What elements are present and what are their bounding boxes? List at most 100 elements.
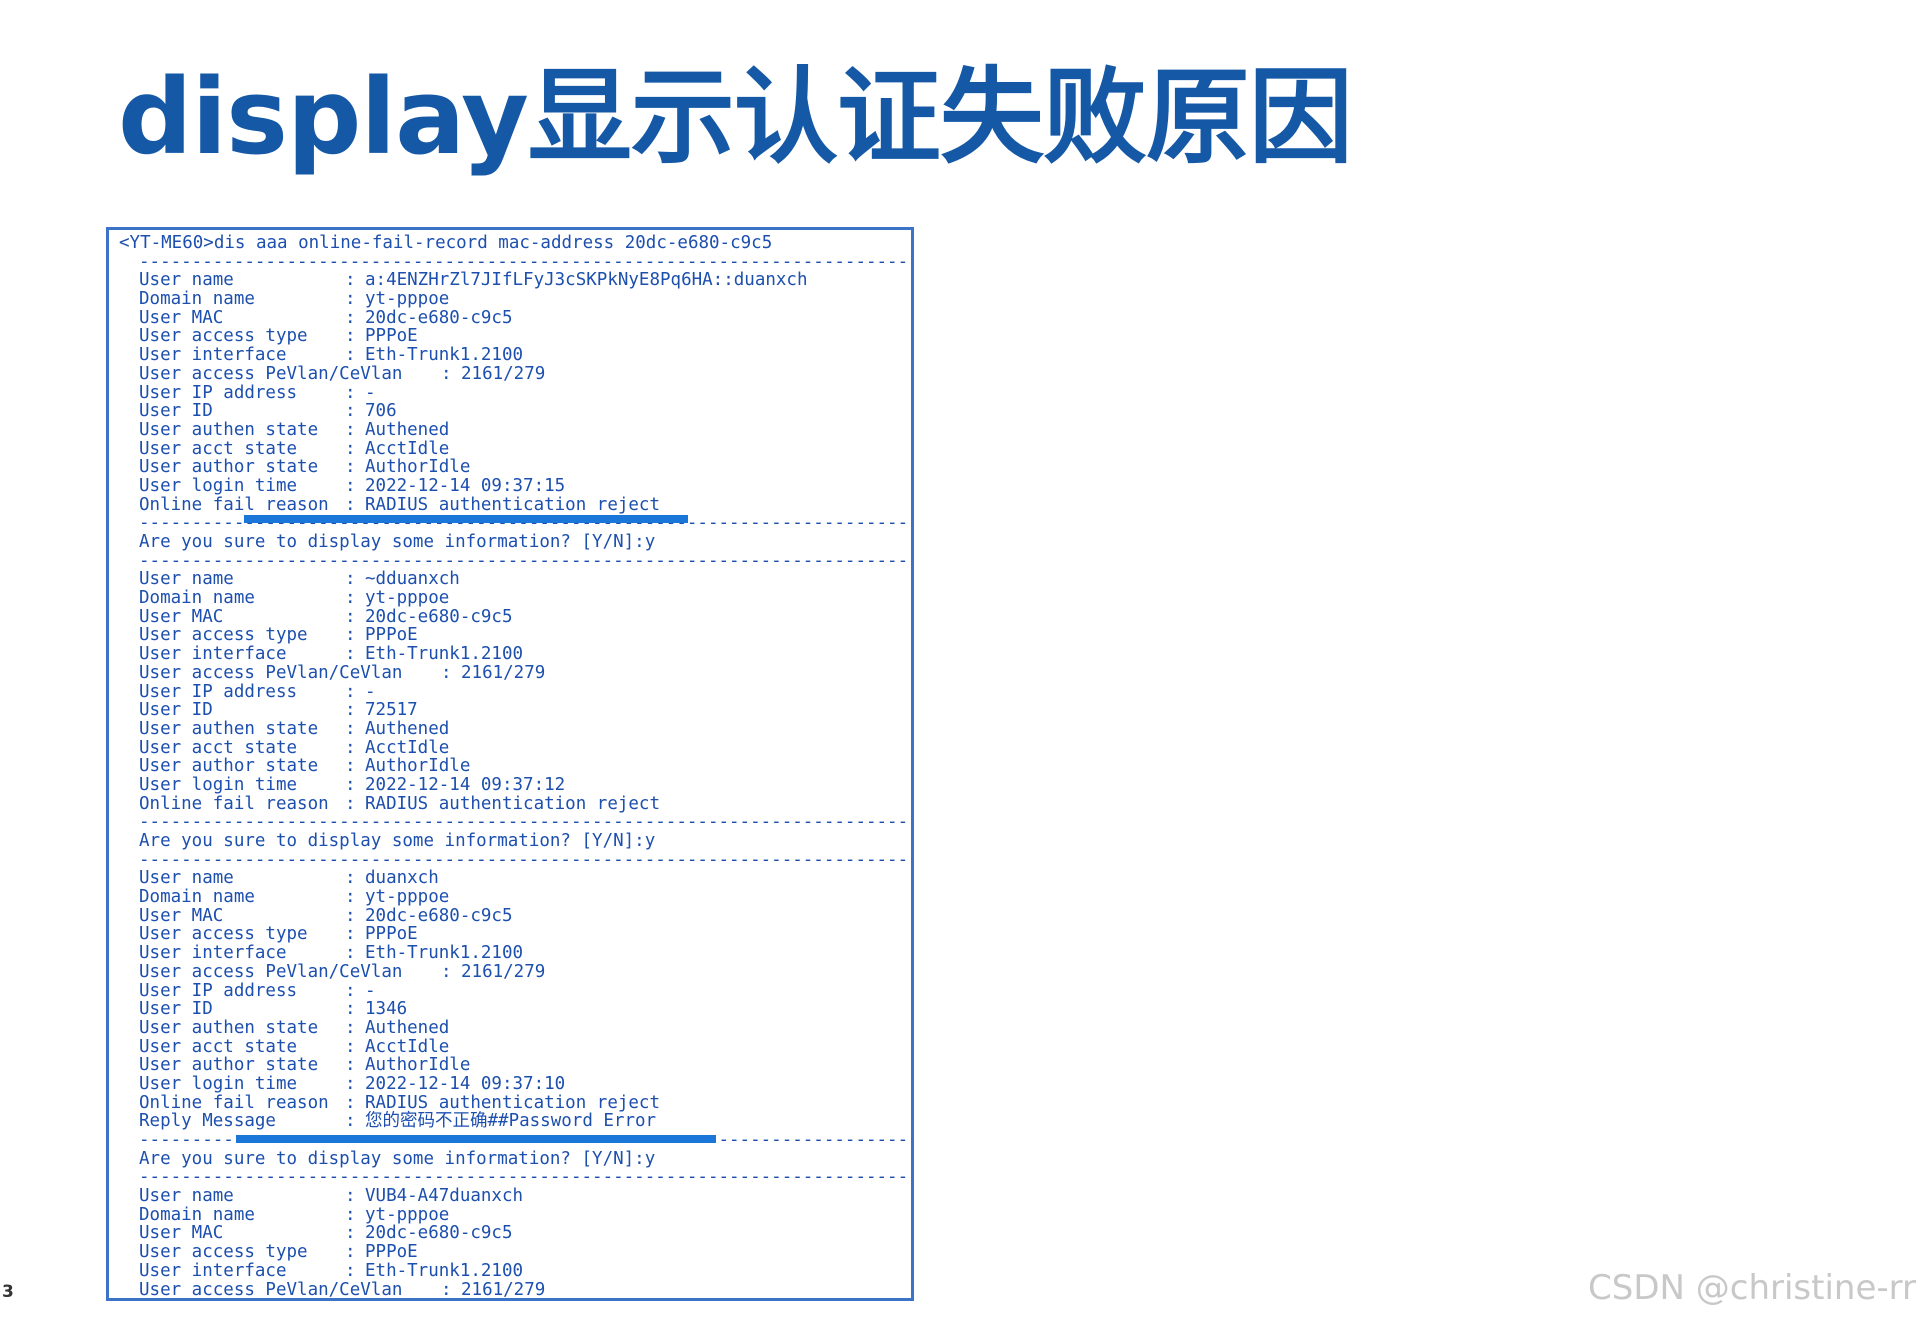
field-key: User name [139,868,234,889]
field-separator: : [441,662,452,683]
field-separator: : [345,868,356,889]
field-separator: : [345,475,356,496]
field-separator: : [345,1186,356,1207]
field-separator: : [345,438,356,459]
record-field: Domain name:yt-pppoe [119,589,911,608]
field-separator: : [345,1017,356,1038]
field-key: User ID [139,700,213,721]
field-value: Authened [365,419,450,440]
field-key: User login time [139,475,298,496]
field-separator: : [345,606,356,627]
confirm-prompt: Are you sure to display some information… [139,831,656,851]
record-field: User login time:2022-12-14 09:37:10 [119,1075,911,1094]
field-separator: : [441,961,452,982]
field-value: 1346 [365,999,408,1020]
field-value: AcctIdle [365,1036,450,1057]
confirm-prompt: Are you sure to display some information… [139,1148,656,1169]
record-field: User authen state:Authened [119,1019,911,1038]
record-field: User login time:2022-12-14 09:37:15 [119,477,911,496]
field-separator: : [441,1279,452,1300]
field-key: Domain name [139,887,255,908]
field-key: User IP address [139,681,298,702]
field-value: 20dc-e680-c9c5 [365,905,513,926]
field-separator: : [345,457,356,478]
record-field: Online fail reason:RADIUS authentication… [119,1092,911,1113]
field-separator: : [345,737,356,758]
record-field: User access type:PPPoE [119,1243,911,1262]
field-separator: : [345,1073,356,1094]
field-key: User MAC [139,905,224,926]
field-separator: : [345,307,356,328]
record-field: User authen state:Authened [119,720,911,739]
field-key: User name [139,1186,234,1207]
record-field: User authen state:Authened [119,421,911,440]
field-key: User name [139,569,234,590]
field-value: 20dc-e680-c9c5 [365,606,513,627]
field-value: yt-pppoe [365,1204,450,1225]
field-value: duanxch [365,868,439,889]
field-separator: : [345,1092,356,1113]
field-separator: : [345,700,356,721]
record-field: User author state:AuthorIdle [119,1056,911,1075]
field-key: User login time [139,1073,298,1094]
field-key: Domain name [139,588,255,609]
field-value: 20dc-e680-c9c5 [365,1223,513,1244]
separator-line: ----------------------------------------… [139,1168,911,1188]
field-value: PPPoE [365,924,418,945]
field-separator: : [345,980,356,1001]
field-value: PPPoE [365,326,418,347]
page-number: 3 [2,1282,14,1302]
field-separator: : [345,924,356,945]
field-value: VUB4-A47duanxch [365,1186,524,1207]
field-separator: : [345,905,356,926]
field-separator: : [345,1111,356,1132]
field-separator: : [345,588,356,609]
highlight-underline-fail-reason [244,515,688,523]
field-separator: : [345,289,356,310]
field-separator: : [345,1036,356,1057]
record-field: Domain name:yt-pppoe [119,1204,911,1225]
record-field: User MAC:20dc-e680-c9c5 [119,307,911,328]
field-key: Online fail reason [139,494,329,515]
field-key: User access type [139,326,308,347]
record-field: User interface:Eth-Trunk1.2100 [119,1260,911,1281]
record-field: User acct state:AcctIdle [119,1036,911,1057]
field-separator: : [345,756,356,777]
record-field: User interface:Eth-Trunk1.2100 [119,346,911,365]
field-value: RADIUS authentication reject [365,1092,661,1113]
field-value: a:4ENZHrZl7JIfLFyJ3cSKPkNyE8Pq6HA::duanx… [365,270,808,291]
field-value: 2161/279 [461,1279,546,1300]
field-key: User authen state [139,718,319,739]
record-field: User interface:Eth-Trunk1.2100 [119,645,911,664]
highlight-underline-reply-message [236,1135,716,1143]
field-separator: : [441,363,452,384]
field-value: AcctIdle [365,438,450,459]
record-field: User ID:1346 [119,1000,911,1019]
record-field: User access PeVlan/CeVlan:2161/279 [119,961,911,982]
record-field: User author state:AuthorIdle [119,458,911,477]
field-separator: : [345,793,356,814]
field-key: Reply Message [139,1111,276,1132]
field-separator: : [345,345,356,366]
record-field: Reply Message:您的密码不正确##Password Error [119,1112,911,1131]
field-separator: : [345,999,356,1020]
field-value: Authened [365,1017,450,1038]
slide-title: display显示认证失败原因 [118,56,1353,178]
record-field: User access PeVlan/CeVlan:2161/279 [119,363,911,384]
field-value: 2161/279 [461,662,546,683]
field-key: Domain name [139,1204,255,1225]
record-field: Domain name:yt-pppoe [119,888,911,907]
command-prompt: <YT-ME60>dis aaa online-fail-record mac-… [119,233,773,253]
field-separator: : [345,494,356,515]
record-field: User access PeVlan/CeVlan:2161/279 [119,1279,911,1300]
field-value: Eth-Trunk1.2100 [365,644,524,665]
field-value: 2161/279 [461,961,546,982]
record-field: Online fail reason:RADIUS authentication… [119,793,911,814]
field-separator: : [345,270,356,291]
field-key: User acct state [139,438,298,459]
record-field: User name:~dduanxch [119,570,911,589]
record-field: User IP address:- [119,980,911,1001]
record-field: User name: VUB4-A47duanxch [119,1187,911,1206]
field-value: Eth-Trunk1.2100 [365,1260,524,1281]
field-value: 20dc-e680-c9c5 [365,307,513,328]
